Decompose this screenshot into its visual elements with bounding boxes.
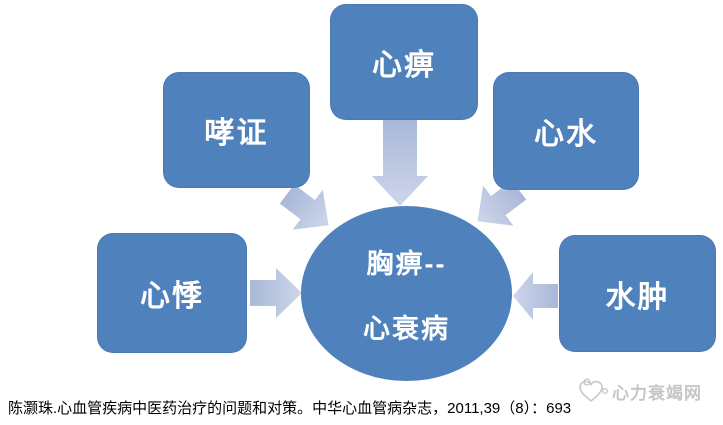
node-xinshui: 心水	[493, 72, 639, 190]
node-xinji-label: 心悸	[140, 280, 204, 313]
node-shuizhong-label: 水肿	[605, 280, 670, 314]
citation-text: 陈灏珠.心血管疾病中医药治疗的问题和对策。中华心血管病杂志，2011,39（8）…	[8, 400, 572, 417]
center-ellipse-xinshuaibing: 胸痹-- 心衰病	[301, 206, 512, 381]
arrow-xiaozheng-to-center	[279, 184, 329, 230]
node-xinshui-label: 心水	[534, 118, 598, 151]
heart-logo-icon	[579, 378, 609, 403]
center-label-line2: 心衰病	[363, 313, 450, 344]
arrow-xinshui-to-center	[477, 180, 527, 226]
arrow-xinbi-to-center	[372, 120, 428, 206]
center-label-line1: 胸痹--	[366, 248, 447, 279]
arrow-shuizhong-to-center	[513, 272, 558, 320]
watermark-label: 心力衰竭网	[612, 383, 702, 403]
node-xinji: 心悸	[97, 233, 247, 353]
node-xiaozheng-label: 哮证	[204, 117, 269, 150]
node-xiaozheng: 哮证	[163, 72, 310, 188]
arrow-xinji-to-center	[250, 268, 302, 318]
watermark: 心力衰竭网	[577, 378, 702, 404]
node-xinbi-label: 心痹	[372, 49, 436, 82]
node-shuizhong: 水肿	[559, 235, 716, 352]
node-xinbi: 心痹	[330, 4, 478, 120]
